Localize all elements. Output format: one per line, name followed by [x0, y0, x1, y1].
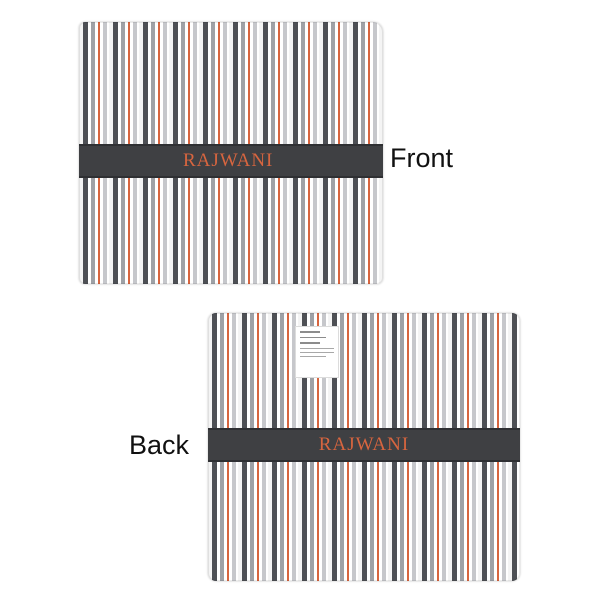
care-label-line — [300, 342, 321, 344]
front-monogram: RAJWANI — [183, 150, 274, 171]
care-label-line — [300, 347, 334, 349]
care-label-line — [300, 336, 326, 338]
front-label: Front — [390, 143, 454, 173]
care-label-line — [300, 331, 321, 333]
back-label: Back — [129, 430, 190, 460]
care-label-tag — [295, 326, 339, 378]
back-monogram-band: RAJWANI — [208, 428, 520, 462]
back-blanket: RAJWANI — [208, 313, 520, 581]
back-monogram: RAJWANI — [318, 434, 410, 455]
care-label-line — [300, 355, 326, 357]
care-label-line — [300, 351, 334, 353]
front-blanket: RAJWANI — [79, 22, 383, 284]
front-monogram-band: RAJWANI — [79, 144, 383, 178]
